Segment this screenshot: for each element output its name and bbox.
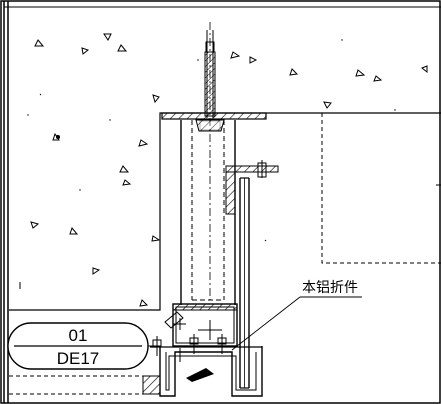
leader-line: [231, 296, 301, 351]
anchor-bolt: [204, 22, 216, 160]
leader-note: 本铝折件: [302, 280, 358, 296]
concrete-aggregate-marks: [19, 33, 428, 307]
aluminum-fin: [239, 177, 250, 389]
concrete-slab-outline: [9, 112, 441, 311]
floor-dashed-lines: [9, 375, 161, 395]
bottom-bolts: [152, 334, 227, 362]
side-bracket: [225, 160, 279, 215]
concrete-dots: [27, 39, 396, 191]
material-leader: 本铝折件: [231, 280, 362, 351]
top-fixing-plate: [161, 112, 267, 132]
callout-sheet: DE17: [57, 349, 100, 368]
bottom-channel: [150, 346, 263, 397]
callout-number: 01: [69, 326, 88, 345]
bottom-clamp-assembly: [164, 303, 238, 347]
ceiling-dashed-outline: [321, 113, 441, 264]
detail-callout: 01 DE17: [7, 322, 160, 370]
